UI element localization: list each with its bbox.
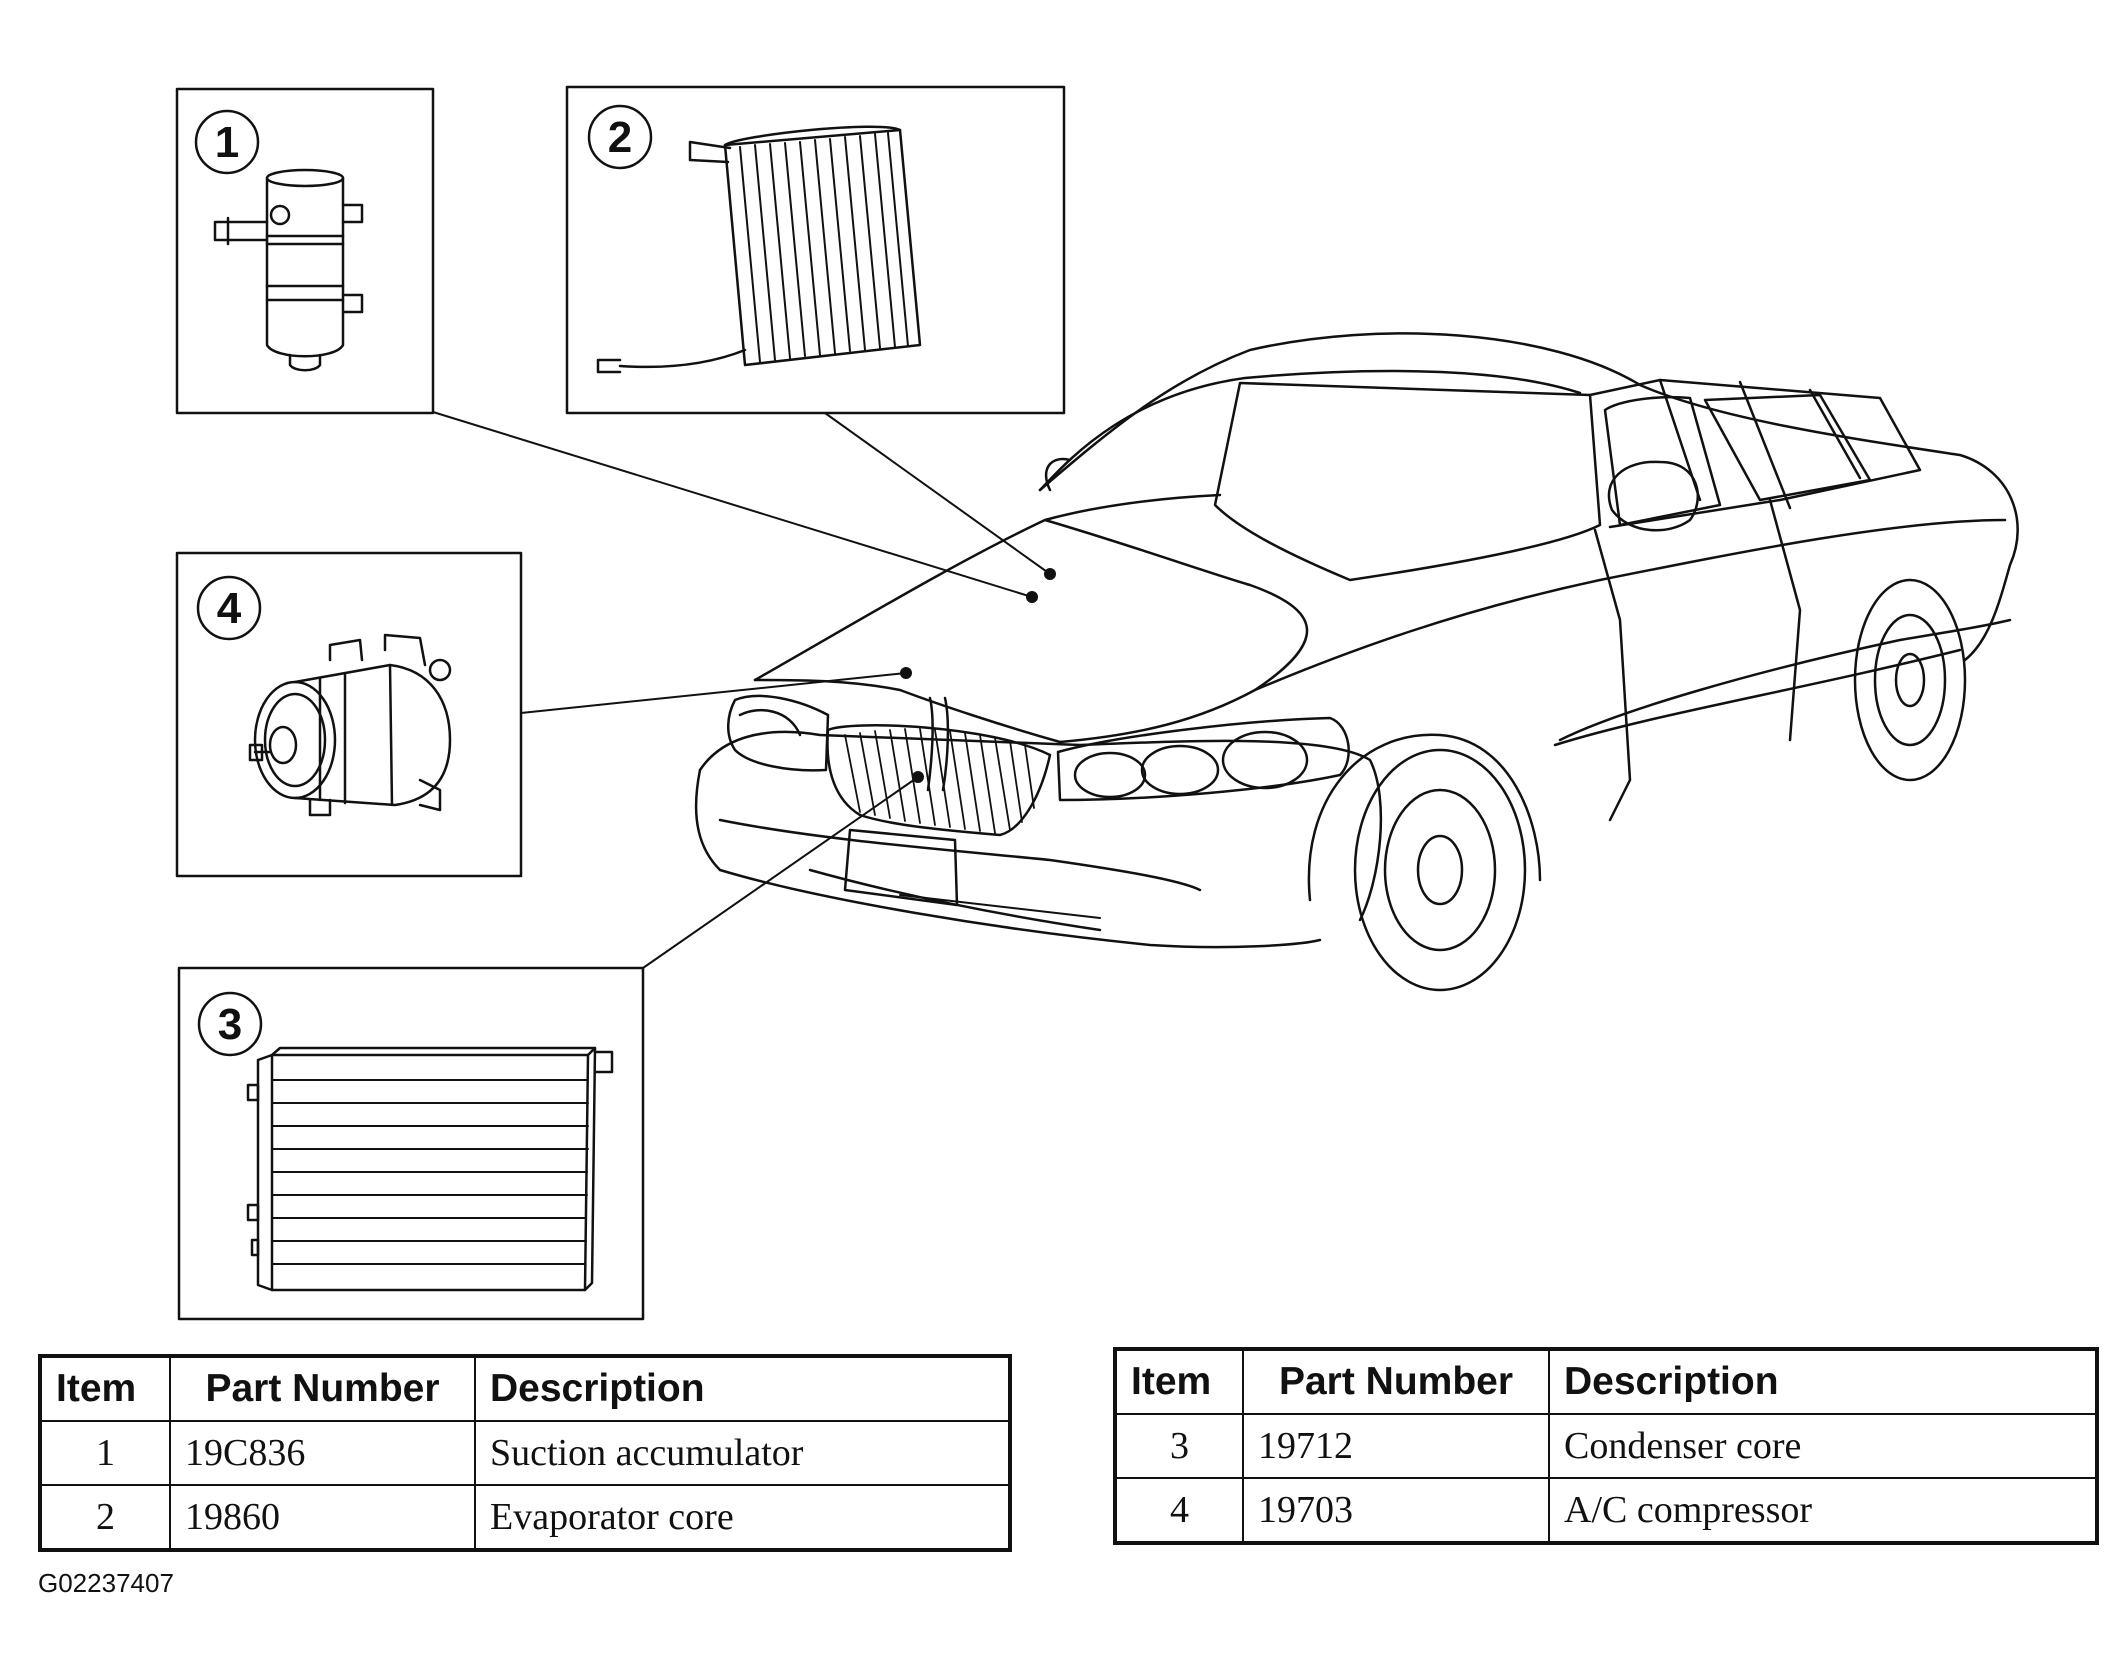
cell-item: 2 [39,1484,171,1551]
header-description: Description [1548,1348,2098,1415]
parts-table-1: Item Part Number Description 1 19C836 Su… [38,1354,1012,1552]
cell-item: 3 [1114,1413,1244,1479]
car-illustration [694,332,2019,992]
cell-description: Condenser core [1548,1413,2098,1479]
cell-part-number: 19860 [169,1484,476,1551]
cell-description: Evaporator core [474,1484,1011,1551]
part-box-3: 3 [177,966,645,1321]
cell-part-number: 19712 [1242,1413,1550,1479]
table-row: 4 19703 A/C compressor [1114,1477,2098,1544]
header-item: Item [1114,1348,1244,1415]
cell-part-number: 19703 [1242,1477,1550,1544]
table-row: 2 19860 Evaporator core [39,1484,1011,1551]
header-part-number: Part Number [1242,1348,1550,1415]
table-row: 1 19C836 Suction accumulator [39,1420,1011,1486]
callout-number-4: 4 [217,584,242,633]
suction-accumulator-icon [213,168,364,372]
callout-number-3: 3 [218,1000,242,1049]
cell-item: 1 [39,1420,171,1486]
condenser-core-icon [246,1046,614,1292]
header-item: Item [39,1355,171,1422]
part-box-1: 1 [175,87,435,415]
cell-part-number: 19C836 [169,1420,476,1486]
table-row: 3 19712 Condenser core [1114,1413,2098,1479]
evaporator-core-icon [596,125,922,374]
table-header-row: Item Part Number Description [39,1355,1011,1422]
header-description: Description [474,1355,1011,1422]
leader-dots [900,568,1056,783]
cell-description: Suction accumulator [474,1420,1011,1486]
parts-table-2: Item Part Number Description 3 19712 Con… [1113,1347,2099,1545]
part-box-2: 2 [565,85,1066,415]
leader-lines [432,411,1051,969]
table-header-row: Item Part Number Description [1114,1348,2098,1415]
callout-number-2: 2 [608,113,632,162]
part-box-4: 4 [175,551,523,878]
callout-number-1: 1 [215,118,239,167]
cell-description: A/C compressor [1548,1477,2098,1544]
figure-code: G02237407 [38,1568,174,1598]
cell-item: 4 [1114,1477,1244,1544]
ac-compressor-icon [248,633,452,817]
header-part-number: Part Number [169,1355,476,1422]
